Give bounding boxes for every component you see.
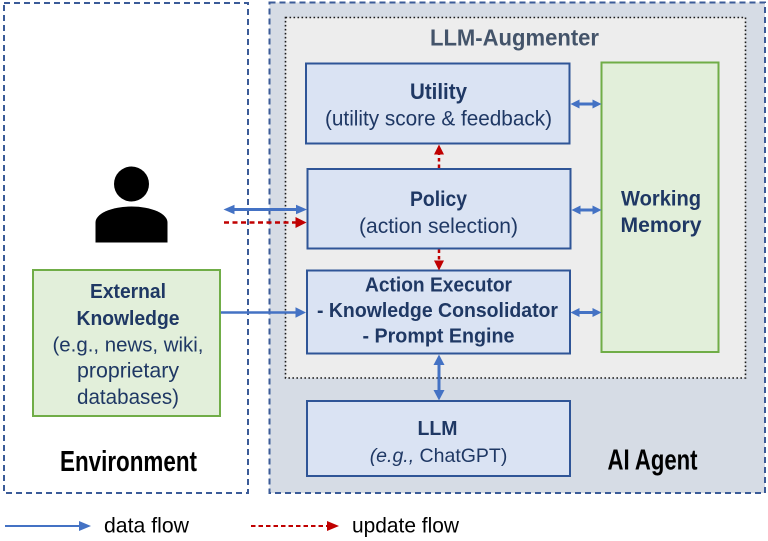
svg-text:- Prompt Engine: - Prompt Engine [363, 325, 515, 348]
svg-text:Policy: Policy [410, 188, 467, 211]
svg-text:(action selection): (action selection) [359, 214, 518, 238]
svg-text:Utility: Utility [410, 79, 468, 104]
svg-text:data flow: data flow [104, 514, 189, 538]
svg-text:(utility score & feedback): (utility score & feedback) [325, 107, 552, 131]
svg-text:Working: Working [621, 188, 701, 211]
svg-text:update flow: update flow [352, 514, 459, 538]
svg-text:Environment: Environment [60, 445, 197, 477]
svg-text:LLM: LLM [418, 417, 458, 440]
svg-text:databases): databases) [77, 386, 179, 409]
svg-text:Memory: Memory [621, 214, 702, 237]
svg-text:Knowledge: Knowledge [77, 307, 180, 330]
svg-text:- Knowledge Consolidator: - Knowledge Consolidator [317, 299, 558, 322]
svg-text:(e.g., ChatGPT): (e.g., ChatGPT) [370, 445, 508, 467]
svg-text:AI Agent: AI Agent [608, 444, 698, 476]
svg-text:External: External [90, 280, 166, 303]
svg-text:(e.g., news, wiki,: (e.g., news, wiki, [53, 334, 204, 357]
svg-text:proprietary: proprietary [77, 360, 179, 383]
svg-text:LLM-Augmenter: LLM-Augmenter [430, 25, 599, 51]
svg-text:Action Executor: Action Executor [365, 274, 512, 297]
